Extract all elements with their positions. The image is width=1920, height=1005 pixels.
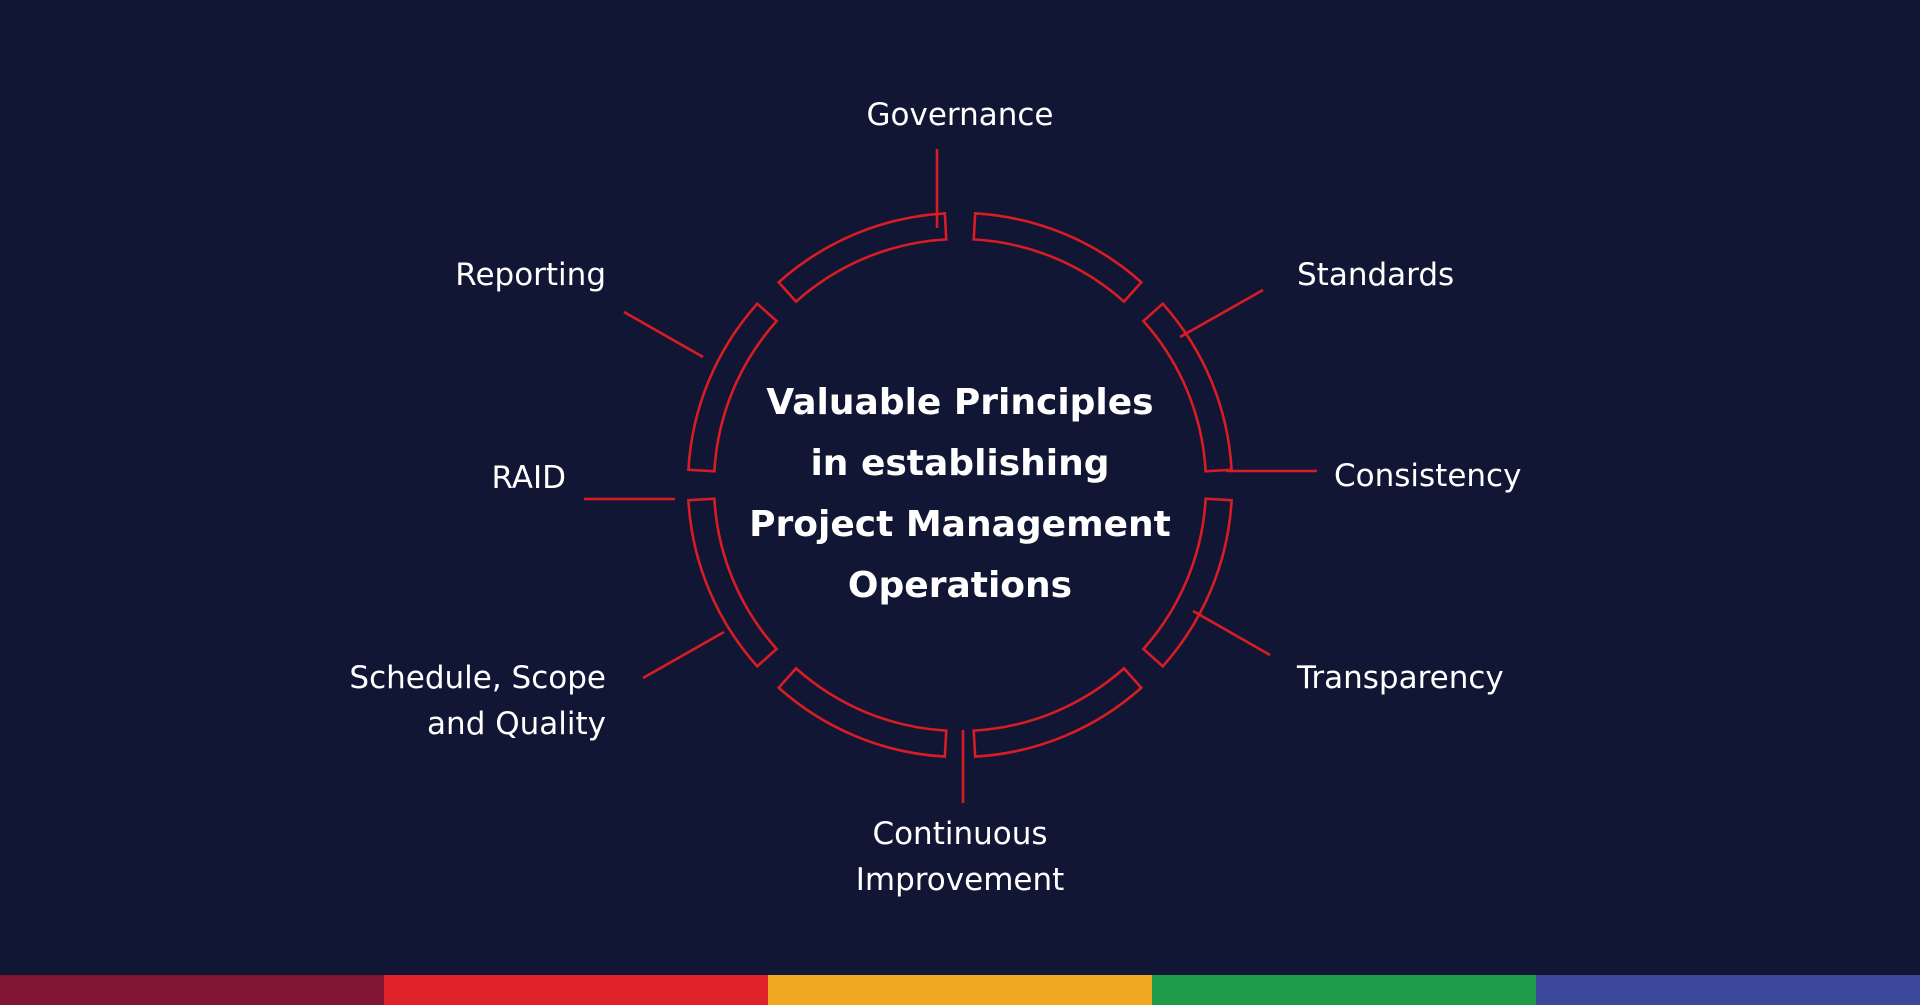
color-band-3 [768,975,1152,1005]
ring-segment-raid [687,497,779,669]
title-line-1: Valuable Principles [766,382,1154,423]
label-consistency: Consistency [1334,458,1522,494]
title-line-3: Project Management [749,504,1171,545]
connector-standards [1179,288,1264,339]
label-continuous-improvement: Continuous Improvement [855,816,1065,898]
connector-reporting [623,310,704,359]
color-band-1 [0,975,384,1005]
label-transparency: Transparency [1297,660,1504,696]
ring-segments [687,212,1233,758]
label-raid: RAID [491,460,566,496]
color-band-5 [1536,975,1920,1005]
title-line-4: Operations [847,565,1073,606]
connector-schedule-scope-quality [642,630,725,680]
ring-segment-reporting [687,301,779,473]
ring-segment-governance [776,212,948,304]
ring-segment-continuous-improvement [972,666,1144,758]
label-governance: Governance [866,97,1054,133]
color-band-2 [384,975,768,1005]
ring-segment-schedule-scope-quality [776,666,948,758]
connector-transparency [1192,609,1271,657]
label-schedule-scope-quality: Schedule, Scope and Quality [349,660,606,742]
ring-segment-standards [972,212,1144,304]
label-reporting: Reporting [455,257,606,293]
connectors [584,149,1317,803]
diagram-title: Valuable Principles in establishing Proj… [749,372,1171,616]
color-band-4 [1152,975,1536,1005]
label-standards: Standards [1297,257,1455,293]
title-line-2: in establishing [810,443,1110,484]
ring-segment-consistency [1141,301,1233,473]
ring-segment-transparency [1141,497,1233,669]
color-stripe [0,975,1920,1005]
